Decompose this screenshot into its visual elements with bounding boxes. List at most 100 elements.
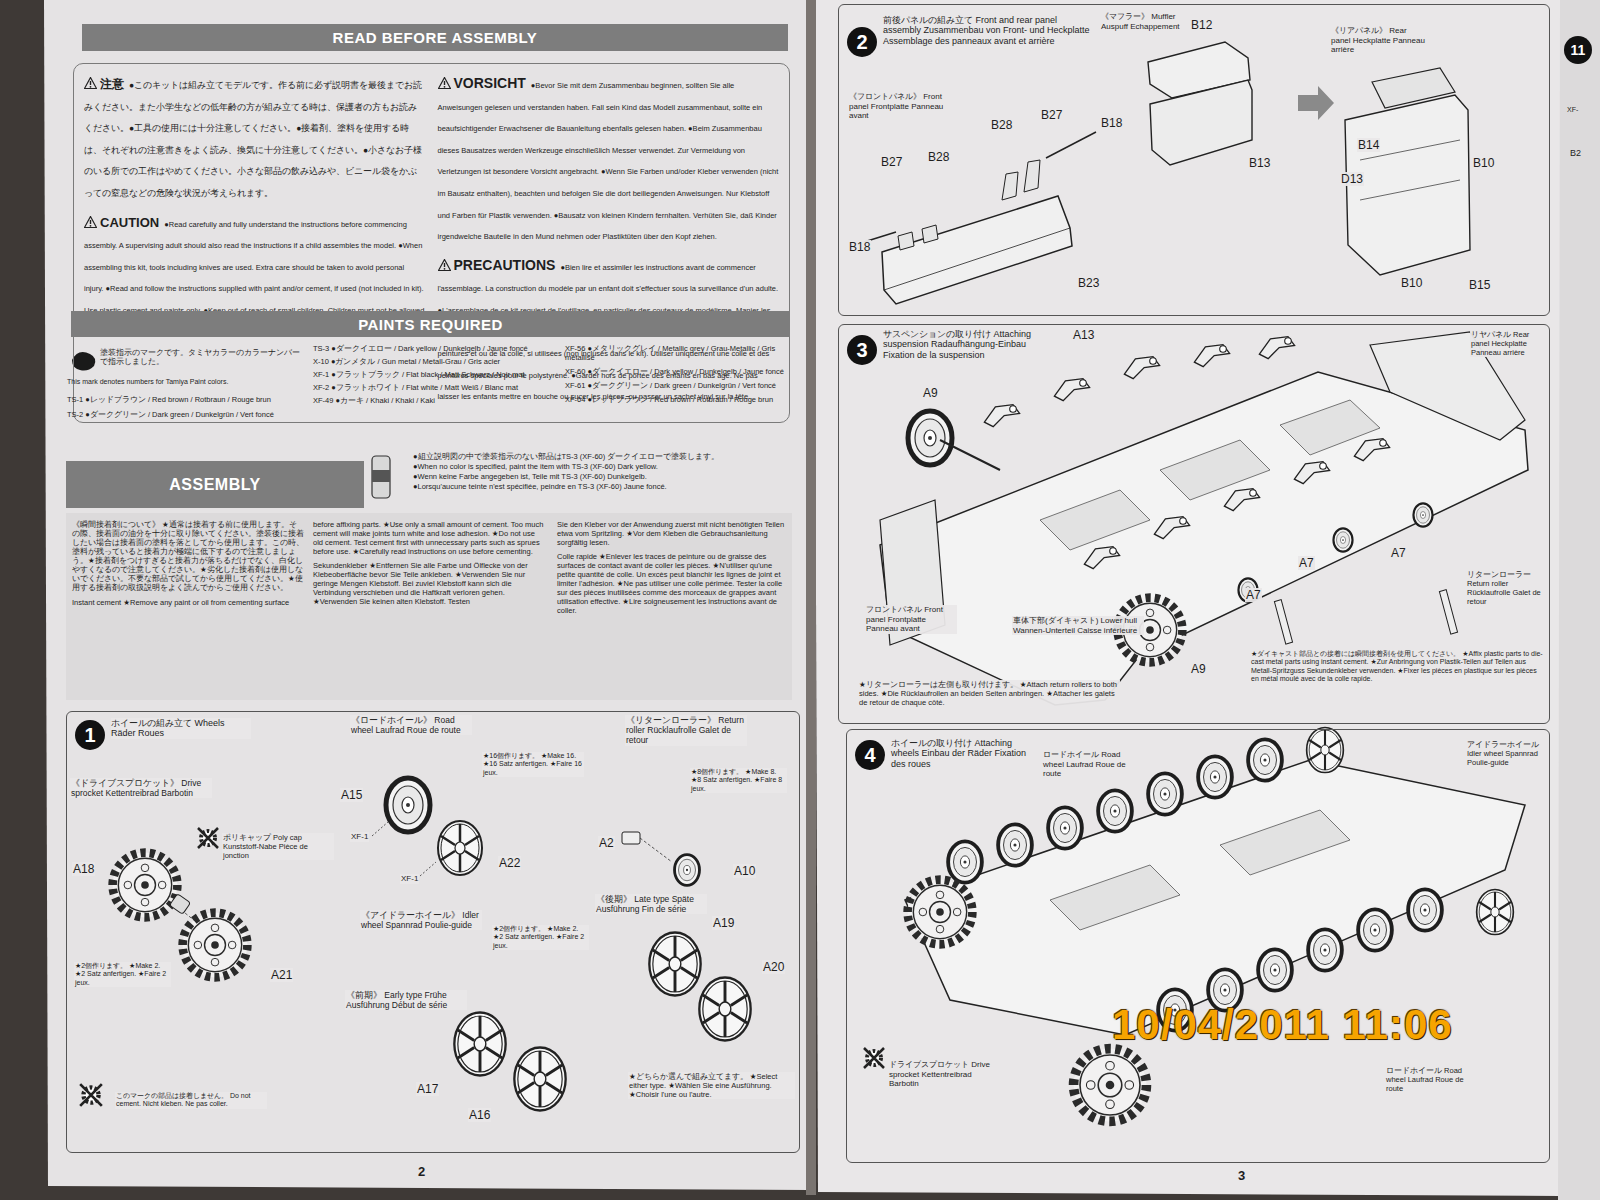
drawing-use (198, 828, 218, 848)
step-number-text: 1 (84, 724, 95, 747)
part-number: B27 (1040, 108, 1063, 122)
part-number: A7 (1245, 588, 1262, 602)
warning-triangle (84, 77, 97, 89)
drawing-use (649, 933, 700, 996)
page-number: 2 (418, 1164, 425, 1180)
warning-triangle (438, 259, 451, 271)
band-title: PAINTS REQUIRED (358, 316, 503, 333)
drawing-polygon (1050, 865, 1180, 930)
drawing-polygon (1220, 810, 1350, 875)
drawing-line (1046, 132, 1096, 158)
step-heading: サスペンションの取り付け Attaching suspension Radauf… (883, 329, 1058, 360)
warning-dot (443, 268, 445, 270)
part-number: A19 (712, 916, 735, 930)
part-number: A22 (498, 856, 521, 870)
drawing-line (640, 838, 672, 862)
drawing-use (998, 824, 1032, 865)
drawing-polygon (1040, 490, 1150, 550)
instruction-text: TS-3 ●ダークイエロー / Dark yellow / Dunkelgelb… (313, 344, 558, 353)
drawing-line (940, 440, 1000, 470)
date-stamp: 10/04/2011 11:06 (1112, 1004, 1453, 1046)
drawing-use (1308, 929, 1342, 970)
drawing-use (1307, 728, 1344, 773)
right-page (814, 0, 1562, 1196)
step-number-text: 3 (856, 339, 867, 362)
drawing-use (948, 841, 982, 882)
instruction-text: 《瞬間接着剤について》 ★通常は接着する前に使用します。その際、接着面の油分を十… (72, 520, 304, 592)
section-band: PAINTS REQUIRED (71, 311, 790, 337)
drawing-use (1413, 503, 1432, 526)
part-caption: ★リターンローラーは左側も取り付けます。 ★Attach return roll… (858, 680, 1120, 707)
part-number: B28 (927, 150, 950, 164)
drawing-use (1098, 790, 1132, 831)
step4-drawing (864, 728, 1525, 1122)
warning-dot (90, 86, 92, 88)
paint-can-icon (372, 456, 390, 498)
drawing-use (1333, 528, 1352, 551)
part-caption: 《マフラー》 Muffler Auspuff Echappement (1100, 12, 1187, 31)
part-number: A15 (340, 788, 363, 802)
drawing-use (699, 978, 750, 1041)
instruction-text: XF-60 ●ダークイエロー / Dark yellow / Dunkelgel… (565, 367, 790, 376)
next-page-edge (1558, 0, 1600, 1200)
step-heading: ホイールの組み立て Wheels Räder Roues (111, 718, 251, 739)
drawing-polygon (905, 760, 1525, 1035)
part-caption: ポリキャップ Poly cap Kunststoff-Nabe Pièce de… (222, 833, 334, 860)
drawing-use (1248, 739, 1282, 780)
instruction-text: ●When no color is specified, paint the i… (413, 462, 793, 471)
step-number: 11 (1564, 36, 1592, 64)
part-number: B28 (990, 118, 1013, 132)
drawing-polygon (882, 196, 1072, 304)
drawing-path (1150, 80, 1252, 165)
caution-heading: CAUTION (100, 215, 159, 230)
instruction-text: XF-56 ●メタリックグレイ / Metallic grey / Grau-M… (565, 344, 790, 362)
page-gutter (806, 0, 816, 1195)
instruction-text: Colle rapide ★Enlever les traces de pein… (557, 552, 785, 615)
instruction-text: before affixing parts. ★Use only a small… (313, 520, 545, 556)
left-page (44, 0, 810, 1190)
drawing-rect (1274, 600, 1292, 644)
drawing-use (908, 880, 973, 945)
drawing-use (1408, 889, 1442, 930)
warning-mark (90, 220, 91, 224)
drawing-use (113, 853, 178, 918)
drawing-polygon (1298, 86, 1334, 120)
instruction-text: 塗装指示のマークです。タミヤカラーのカラーナンバーで指示しました。 (100, 348, 305, 366)
drawing-use (1074, 1049, 1147, 1122)
part-number: XF-1 (400, 874, 419, 884)
drawing-use (1258, 949, 1292, 990)
caution-heading: PRECAUTIONS (454, 257, 556, 273)
drawing-path (1372, 68, 1455, 108)
warning-mark (90, 81, 91, 85)
step-number-text: 11 (1571, 42, 1586, 58)
drawing-line (420, 862, 436, 876)
instruction-text: TS-2 ●ダークグリーン / Dark green / Dunkelgrün … (67, 410, 297, 419)
part-caption: ロードホイール Road wheel Laufrad Roue de route (1385, 1066, 1467, 1093)
part-caption: 《ドライブスプロケット》 Drive sprocket Kettentreibr… (70, 778, 212, 798)
part-number: A21 (270, 968, 293, 982)
step2-drawing (864, 42, 1470, 304)
drawing-path (898, 225, 938, 250)
part-caption: 《後期》 Late type Späte Ausführung Fin de s… (595, 894, 707, 914)
instruction-text: This mark denotes numbers for Tamiya Pai… (67, 378, 307, 386)
instruction-text: ●組立説明図の中で塗装指示のない部品はTS-3 (XF-60) ダークイエローで… (413, 452, 793, 461)
part-caption: このマークの部品は接着しません。 Do not cement. Nicht kl… (115, 1092, 267, 1109)
caution-heading: 注意 (100, 77, 124, 91)
part-caption: 《リアパネル》 Rear panel Heckplatte Panneau ar… (1330, 26, 1427, 55)
drawing-rect (1439, 590, 1457, 634)
drawing-use (1259, 337, 1294, 359)
part-caption: ★2個作ります。 ★Make 2. ★2 Satz anfertigen. ★F… (74, 962, 171, 987)
part-caption: ロードホイール Road wheel Laufrad Roue de route (1042, 750, 1139, 779)
drawing-use (454, 1013, 505, 1076)
warning-dot (90, 224, 92, 226)
drawing-use (1054, 379, 1089, 401)
drawing-use (984, 405, 1019, 427)
drawing-use (1358, 909, 1392, 950)
instruction-text: XF-64 ●レッドブラウン / Red brown / Rotbraun / … (565, 395, 790, 404)
part-caption: 《前期》 Early type Frühe Ausführung Début d… (345, 990, 467, 1010)
part-number: A9 (1190, 662, 1207, 676)
band-title: ASSEMBLY (169, 476, 260, 494)
step-number: 3 (847, 335, 877, 365)
part-number: A18 (72, 862, 95, 876)
